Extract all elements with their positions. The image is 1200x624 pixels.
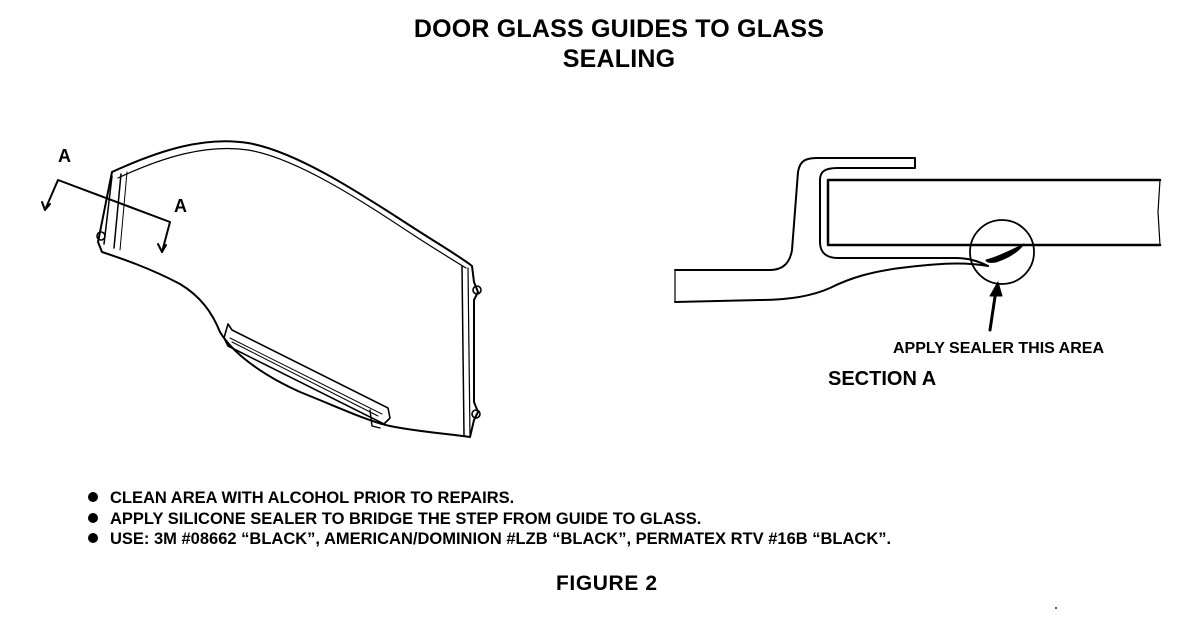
door-glass-illustration <box>41 140 482 438</box>
figure-caption: FIGURE 2 <box>556 572 658 595</box>
bullet-icon <box>88 512 98 523</box>
guide-fastener-bottom <box>471 409 481 419</box>
sealer-callout: APPLY SEALER THIS AREA <box>893 340 1104 357</box>
note-item: APPLY SILICONE SEALER TO BRIDGE THE STEP… <box>88 509 891 530</box>
diagram-title: DOOR GLASS GUIDES TO GLASS SEALING <box>0 14 1200 74</box>
glass-outline <box>97 140 479 438</box>
bullet-icon <box>88 533 98 543</box>
sealer-bead <box>985 243 1025 263</box>
section-cut-line <box>44 179 171 253</box>
sealer-detail-circle <box>969 219 1035 285</box>
note-item: CLEAN AREA WITH ALCOHOL PRIOR TO REPAIRS… <box>88 488 891 509</box>
guide-fastener-left <box>96 231 106 241</box>
title-line-1: DOOR GLASS GUIDES TO GLASS <box>413 15 825 43</box>
note-text: APPLY SILICONE SEALER TO BRIDGE THE STEP… <box>110 509 702 528</box>
section-a-view <box>674 157 1162 332</box>
section-glass <box>826 178 1162 247</box>
section-mark-right: A <box>174 196 187 216</box>
scan-speck <box>1055 607 1057 609</box>
section-mark-left: A <box>58 146 71 166</box>
section-caption: SECTION A <box>828 368 936 390</box>
note-text: USE: 3M #08662 “BLACK”, AMERICAN/DOMINIO… <box>110 530 892 548</box>
note-text: CLEAN AREA WITH ALCOHOL PRIOR TO REPAIRS… <box>110 489 515 507</box>
section-guide <box>674 157 989 271</box>
guide-fastener-top <box>472 285 482 295</box>
instruction-notes: CLEAN AREA WITH ALCOHOL PRIOR TO REPAIRS… <box>88 488 891 550</box>
bullet-icon <box>88 492 98 502</box>
note-item: USE: 3M #08662 “BLACK”, AMERICAN/DOMINIO… <box>88 529 891 550</box>
sealer-arrow <box>988 288 998 332</box>
title-line-2: SEALING <box>562 45 676 73</box>
